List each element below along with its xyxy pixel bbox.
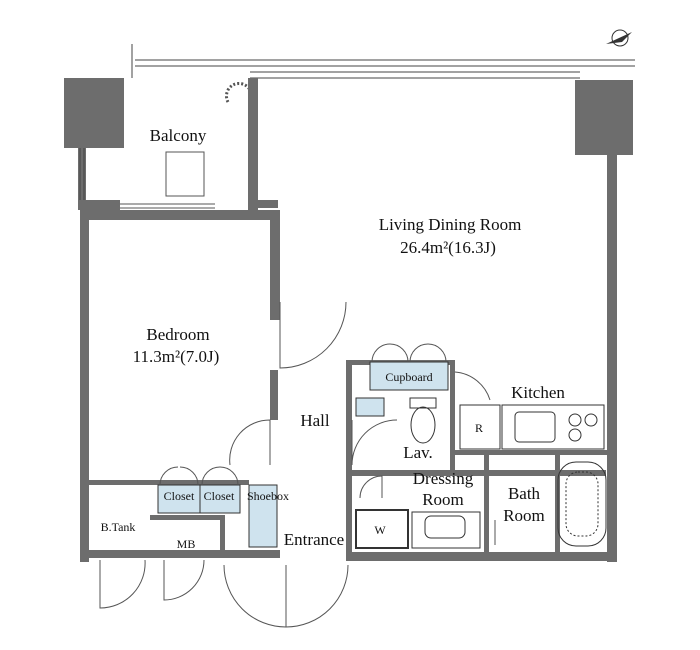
column-right	[575, 80, 633, 155]
cupboard-label: Cupboard	[385, 370, 432, 384]
dressing-room-label-2: Room	[422, 490, 464, 509]
entrance-label: Entrance	[284, 530, 344, 549]
bath-room-label-1: Bath	[508, 484, 541, 503]
shelf-unit	[355, 397, 385, 417]
shoebox-label: Shoebox	[247, 489, 289, 503]
closet-label-1: Closet	[164, 489, 195, 503]
bedroom-area: 11.3m²(7.0J)	[133, 347, 220, 366]
btank-label: B.Tank	[101, 520, 136, 534]
washer-label: W	[374, 523, 386, 537]
balcony-label: Balcony	[150, 126, 207, 145]
door-swings	[99, 301, 496, 628]
closet-doors	[159, 343, 447, 486]
living-room-area: 26.4m²(16.3J)	[400, 238, 496, 257]
bath-room-label-2: Room	[503, 506, 545, 525]
lav-label: Lav.	[403, 443, 433, 462]
bedroom-label: Bedroom	[146, 325, 209, 344]
washbasin-icon	[411, 511, 481, 549]
dressing-room-label-1: Dressing	[413, 469, 474, 488]
closet-unit-2	[199, 484, 241, 514]
living-room-label: Living Dining Room	[379, 215, 522, 234]
kitchen-counter	[501, 404, 605, 450]
bathtub-icon	[557, 461, 607, 547]
closet-unit-1	[157, 484, 201, 514]
balcony-window	[120, 151, 215, 209]
cupboard-unit	[369, 361, 449, 391]
kitchen-label: Kitchen	[511, 383, 565, 402]
washer-box	[355, 509, 409, 549]
shoebox-unit	[248, 484, 278, 548]
hatch-icon	[224, 81, 252, 103]
closet-label-2: Closet	[204, 489, 235, 503]
fridge-box	[459, 404, 501, 450]
mb-label: MB	[177, 537, 196, 551]
hall-label: Hall	[300, 411, 330, 430]
toilet-icon	[409, 397, 437, 444]
balcony-walls	[78, 78, 258, 210]
column-left	[64, 78, 124, 148]
balcony-railing	[131, 44, 635, 79]
balcony-left-rail	[79, 148, 85, 200]
structural-walls	[80, 150, 617, 562]
north-arrow-icon	[606, 29, 632, 47]
fridge-label: R	[475, 421, 483, 435]
